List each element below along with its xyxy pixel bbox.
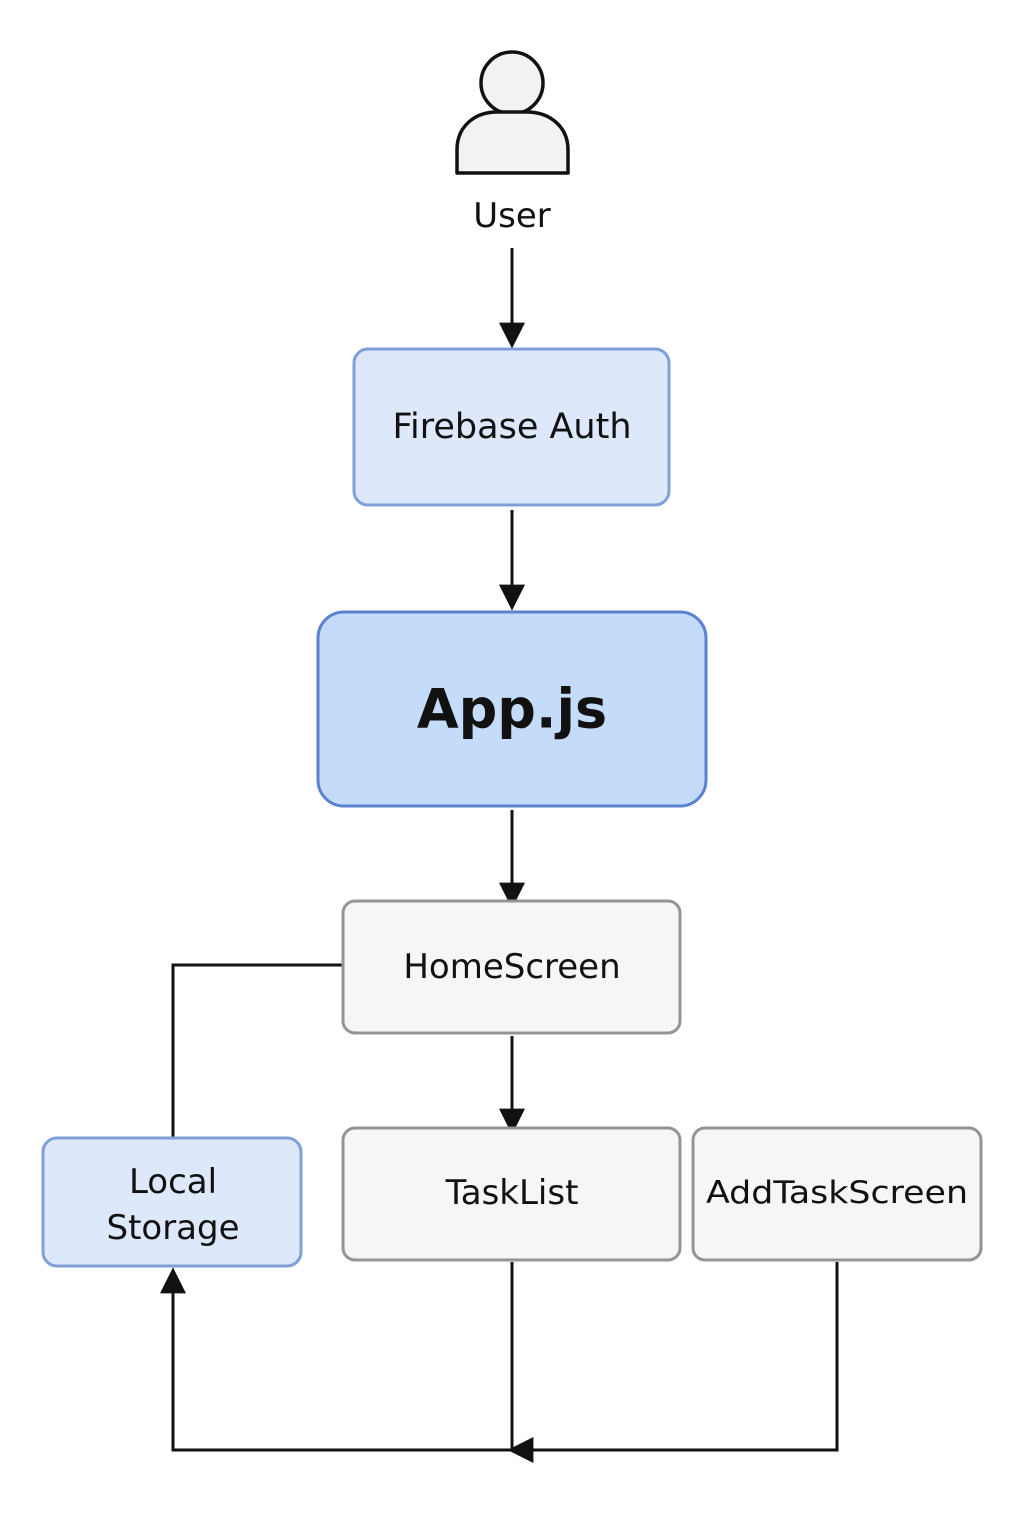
firebase-auth-box bbox=[352, 347, 671, 507]
user-icon bbox=[455, 50, 570, 175]
home-screen-node: HomeScreen bbox=[341, 899, 682, 1035]
user-label: User bbox=[473, 196, 551, 236]
local-storage-label-line1: Local bbox=[129, 1162, 217, 1202]
arrow-bus-to-local-storage bbox=[160, 1267, 512, 1452]
app-js-box bbox=[316, 610, 708, 808]
local-storage-node: Local Storage bbox=[41, 1136, 303, 1268]
app-js-label: App.js bbox=[417, 678, 607, 741]
firebase-auth-label: Firebase Auth bbox=[392, 407, 631, 447]
task-list-node: TaskList bbox=[341, 1126, 682, 1262]
add-task-screen-label: AddTaskScreen bbox=[706, 1175, 968, 1211]
arrow-add-task-screen-to-bus bbox=[507, 1262, 839, 1463]
task-list-box bbox=[341, 1126, 682, 1262]
local-storage-box bbox=[41, 1136, 303, 1268]
firebase-auth-node: Firebase Auth bbox=[352, 347, 671, 507]
app-js-node: App.js bbox=[316, 610, 708, 808]
home-screen-label: HomeScreen bbox=[403, 947, 620, 987]
local-storage-label-line2: Storage bbox=[106, 1208, 239, 1248]
add-task-screen-box bbox=[691, 1126, 983, 1262]
task-list-label: TaskList bbox=[445, 1173, 579, 1213]
add-task-screen-node: AddTaskScreen bbox=[691, 1126, 983, 1262]
home-screen-box bbox=[341, 899, 682, 1035]
line-home-screen-to-local-storage bbox=[171, 963, 343, 1138]
